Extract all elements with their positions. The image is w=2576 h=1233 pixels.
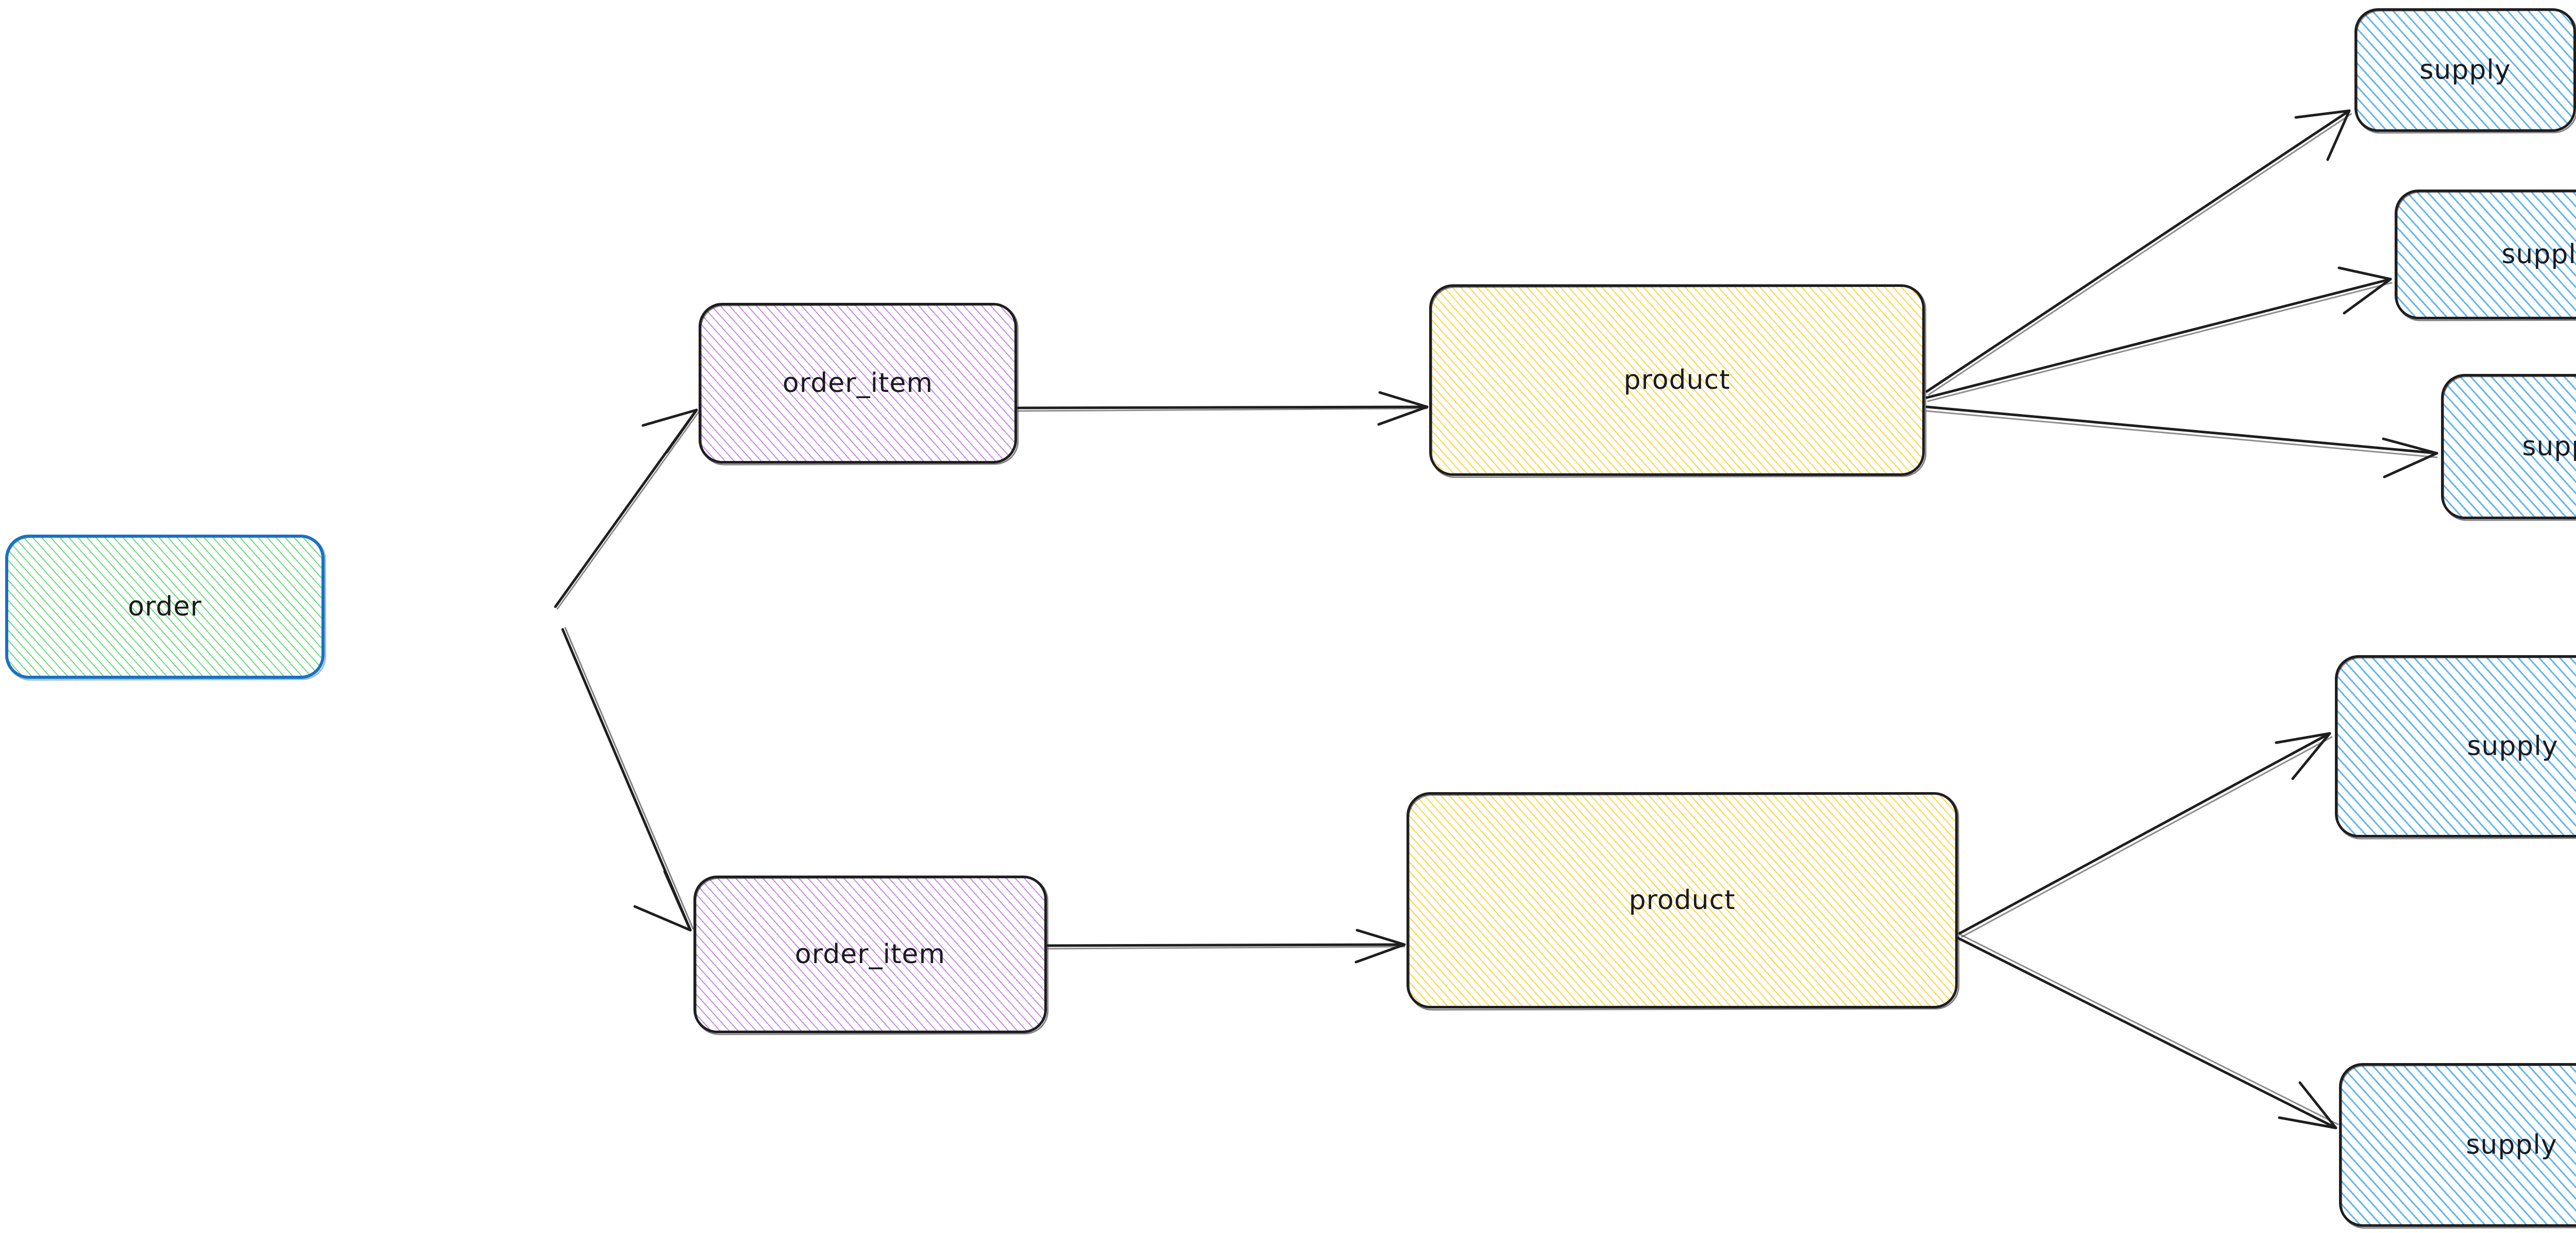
edge-order-item-1-to-product-1 [1016,391,1429,426]
node-product-1[interactable]: product [1429,284,1927,478]
node-fill-hachure [699,303,1016,463]
node-fill-hachure [6,535,324,678]
node-label-supply: supply [2522,431,2576,462]
node-fill-hachure [2442,374,2576,519]
node-supply-5[interactable]: supply [2339,1063,2576,1229]
node-fill-hachure [1430,285,1924,475]
node-label-supply: supply [2467,731,2558,762]
edge-product-2-to-supply-4 [1958,732,2333,938]
node-label-supply: supply [2501,239,2576,270]
node-label-supply: supply [2419,55,2511,85]
node-fill-hachure [1407,793,1957,1008]
node-supply-1[interactable]: supply [2354,8,2576,134]
edge-product-2-to-supply-5 [1951,931,2339,1129]
node-label-product: product [1629,885,1736,916]
edge-order-item-2-to-product-2 [1046,929,1406,964]
node-label-supply: supply [2466,1129,2557,1160]
edge-product-1-to-supply-2 [1925,266,2393,402]
edge-product-1-to-supply-1 [1925,109,2352,396]
node-label-order: order [128,591,202,622]
node-fill-hachure [2335,656,2576,837]
edge-order-to-order-item-1 [554,408,700,610]
node-fill-hachure [2340,1064,2576,1226]
edge-order-to-order-item-2 [561,627,694,932]
node-order-item-2[interactable]: order_item [693,876,1049,1035]
node-supply-4[interactable]: supply [2335,655,2576,840]
node-label-order-item: order_item [794,939,946,970]
node-supply-2[interactable]: supply [2395,190,2576,321]
node-supply-3[interactable]: supply [2441,374,2576,521]
node-order-item-1[interactable]: order_item [699,303,1019,466]
node-label-product: product [1623,365,1731,396]
edge-product-1-to-supply-3 [1925,405,2438,478]
node-product-2[interactable]: product [1406,792,1960,1011]
node-fill-hachure [2355,9,2575,131]
node-label-order-item: order_item [782,368,934,399]
node-fill-hachure [2395,190,2576,319]
node-fill-hachure [694,876,1046,1033]
node-order[interactable]: order [5,535,327,681]
